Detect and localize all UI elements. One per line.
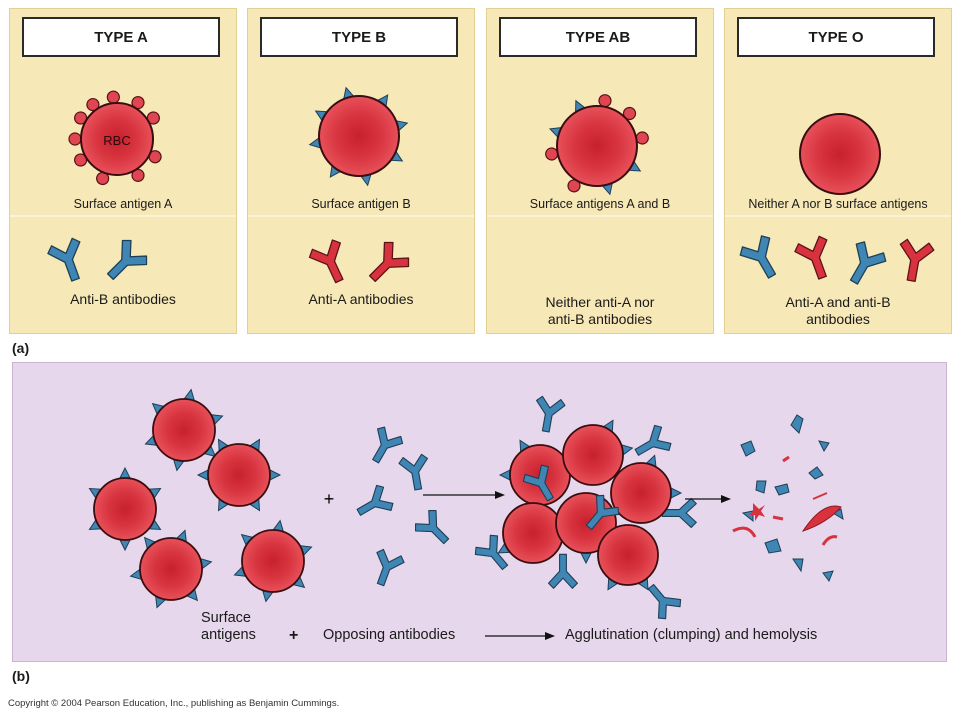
copyright-text: Copyright © 2004 Pearson Education, Inc.… [8,698,340,709]
rbc-cell [556,105,638,187]
type-a-panel: TYPE A RBC Surface antigen A Anti-B anti… [9,8,237,334]
type-b-antigen-label: Surface antigen B [311,197,411,211]
anti-b-antibody [45,235,93,287]
agglutination-label: Agglutination (clumping) and hemolysis [565,627,818,643]
type-ab-antibody-label-2: anti-B antibodies [547,311,653,327]
type-ab-illustration [544,93,650,197]
type-o-antibody-label-2: antibodies [806,311,870,327]
anti-a-antibody [792,233,840,285]
type-o-antibody-label-1: Anti-A and anti-B [785,294,891,310]
panel-divider [248,215,474,217]
type-ab-title: TYPE AB [499,17,697,57]
type-o-panel: TYPE O Neither A nor B surface antigens … [724,8,952,334]
type-b-illustration [306,85,414,292]
type-a-antibody-label: Anti-B antibodies [70,291,176,307]
rbc-cell [318,95,400,177]
type-ab-antibody-label-1: Neither anti-A nor [545,294,655,310]
surface-antigens-label-1: Surface [201,610,251,626]
reaction-arrow-2 [685,495,731,503]
anti-a-antibody [359,237,414,292]
anti-b-antibody [838,238,890,292]
panel-divider [725,215,951,217]
anti-b-antibody [97,235,152,290]
agglutination-clump [471,394,697,623]
type-a-illustration: RBC [45,90,164,290]
type-o-title: TYPE O [737,17,935,57]
opposing-antibodies [351,423,457,591]
panel-a-tag: (a) [12,340,30,356]
rbc-cell [799,113,881,195]
type-b-title: TYPE B [260,17,458,57]
hemolysis-fragments [732,414,844,583]
opposing-antibodies-label: Opposing antibodies [323,627,456,643]
agglutination-panel: + [12,362,947,662]
panel-b-tag: (b) [12,668,30,684]
type-b-panel: TYPE B Surface antigen B Anti-A antibodi… [247,8,475,334]
panel-divider [487,215,713,217]
plus-sign-illustration: + [324,489,335,509]
type-a-antigen-label: Surface antigen A [73,197,173,211]
anti-a-antibody [306,236,356,289]
type-b-antibody-label: Anti-A antibodies [308,291,414,307]
reaction-arrow-1 [423,491,505,499]
agglutination-illustration: + [86,388,844,623]
surface-antigens-label-2: antigens [201,627,256,643]
type-a-title: TYPE A [22,17,220,57]
rbc-label: RBC [103,133,130,148]
panel-divider [10,215,236,217]
type-ab-antigen-label: Surface antigens A and B [529,197,671,211]
type-o-illustration [736,113,936,292]
surface-antigen-cells [86,388,314,610]
plus-label: + [289,627,299,644]
anti-b-antibody [736,232,788,286]
anti-a-antibody [893,237,936,285]
type-ab-panel: TYPE AB Surface antigens A and B Neither… [486,8,714,334]
rbc-cell [80,102,154,176]
type-o-antigen-label: Neither A nor B surface antigens [748,197,928,211]
